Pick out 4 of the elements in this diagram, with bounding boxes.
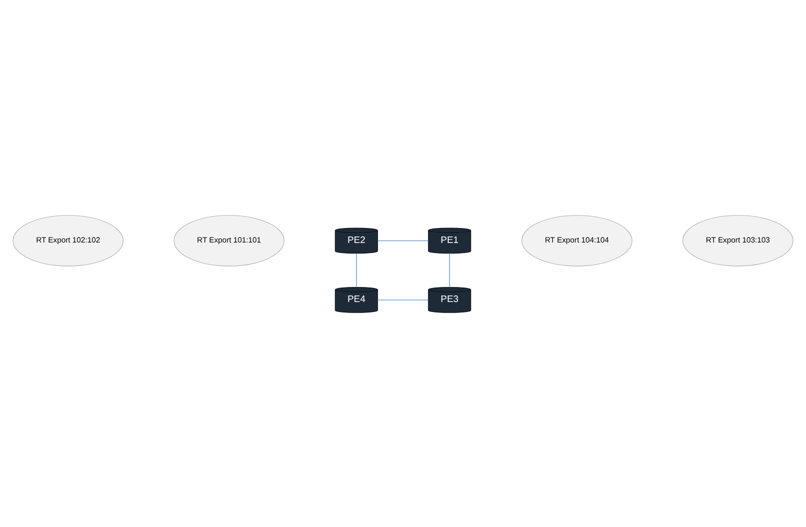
connector	[356, 252, 357, 288]
connector	[449, 252, 450, 288]
connector	[377, 299, 429, 300]
connector	[377, 240, 429, 241]
